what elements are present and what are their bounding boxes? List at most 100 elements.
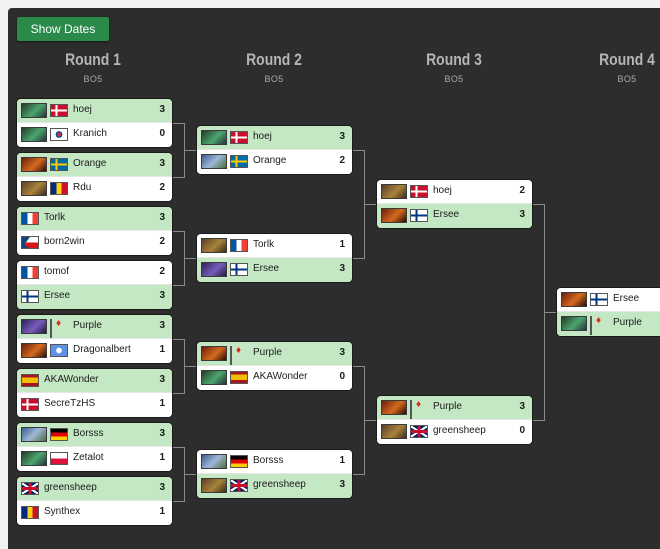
player-row[interactable]: Torlk 1	[197, 234, 352, 258]
player-row[interactable]: Torlk 3	[17, 207, 172, 231]
player-name[interactable]: Purple	[253, 347, 282, 358]
player-name[interactable]: Ersee	[253, 263, 280, 274]
player-score: 2	[159, 182, 165, 193]
player-name[interactable]: hoej	[433, 185, 452, 196]
race-icon	[201, 130, 227, 145]
player-name[interactable]: AKAWonder	[44, 374, 99, 385]
player-name[interactable]: Zetalot	[73, 452, 104, 463]
player-row[interactable]: Ersee	[557, 288, 660, 312]
player-name[interactable]: greensheep	[253, 479, 306, 490]
player-name[interactable]: Kranich	[73, 128, 107, 139]
player-row[interactable]: hoej 3	[17, 99, 172, 123]
player-score: 3	[159, 482, 165, 493]
round-format: BO5	[83, 74, 103, 84]
player-row[interactable]: greensheep 3	[17, 477, 172, 501]
player-row[interactable]: AKAWonder 0	[197, 366, 352, 390]
race-icon	[201, 370, 227, 385]
player-name[interactable]: greensheep	[433, 425, 486, 436]
player-name[interactable]: tomof	[44, 266, 70, 277]
player-row[interactable]: Borsss 1	[197, 450, 352, 474]
player-name[interactable]: Borsss	[73, 428, 104, 439]
player-name[interactable]: Purple	[73, 320, 102, 331]
bracket-connector-stub	[184, 474, 197, 475]
match-r1m3[interactable]: Torlk 3 born2win 2	[17, 207, 172, 255]
show-dates-button[interactable]: Show Dates	[17, 17, 109, 41]
player-name[interactable]: Torlk	[44, 212, 66, 223]
player-row[interactable]: Purple	[557, 312, 660, 336]
player-name[interactable]: greensheep	[44, 482, 97, 493]
player-name[interactable]: Purple	[433, 401, 462, 412]
player-name[interactable]: Orange	[253, 155, 287, 166]
country-flag-icon	[21, 212, 39, 225]
player-score: 1	[339, 239, 345, 250]
race-icon	[201, 154, 227, 169]
player-name[interactable]: Purple	[613, 317, 642, 328]
race-icon	[21, 103, 47, 118]
country-flag-icon	[590, 316, 592, 335]
player-score: 3	[159, 104, 165, 115]
player-name[interactable]: Ersee	[44, 290, 71, 301]
player-name[interactable]: Orange	[73, 158, 107, 169]
player-name[interactable]: born2win	[44, 236, 85, 247]
country-flag-icon	[230, 263, 248, 276]
player-score: 1	[339, 455, 345, 466]
player-name[interactable]: Borsss	[253, 455, 284, 466]
race-icon	[381, 208, 407, 223]
race-icon	[381, 424, 407, 439]
match-r4m1[interactable]: ErseePurple	[557, 288, 660, 336]
player-score: 0	[339, 371, 345, 382]
player-name[interactable]: Dragonalbert	[73, 344, 131, 355]
round-title: Round 3	[426, 50, 482, 69]
player-score: 2	[159, 236, 165, 247]
player-name[interactable]: hoej	[253, 131, 272, 142]
player-name[interactable]: AKAWonder	[253, 371, 308, 382]
player-name[interactable]: SecreTzHS	[44, 398, 96, 409]
player-name[interactable]: Rdu	[73, 182, 92, 193]
player-row[interactable]: Rdu 2	[17, 177, 172, 201]
player-row[interactable]: born2win 2	[17, 231, 172, 255]
round-format: BO5	[264, 74, 284, 84]
player-name[interactable]: Ersee	[613, 293, 640, 304]
player-name[interactable]: Torlk	[253, 239, 275, 250]
player-name[interactable]: Synthex	[44, 506, 81, 517]
player-name[interactable]: Ersee	[433, 209, 460, 220]
player-name[interactable]: hoej	[73, 104, 92, 115]
race-icon	[201, 346, 227, 361]
player-score: 3	[159, 212, 165, 223]
